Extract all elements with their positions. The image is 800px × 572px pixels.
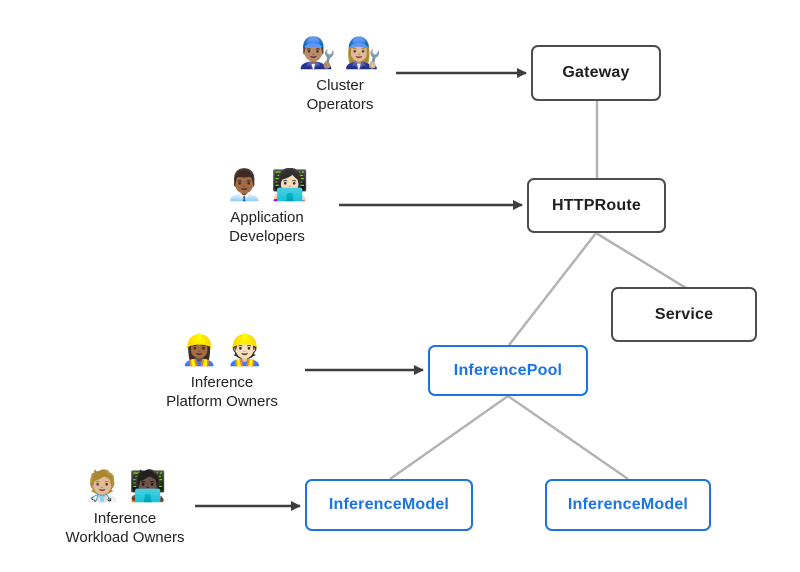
edge-httproute-service [595, 231, 687, 290]
persona-cluster-operators: 👨🏽‍🔧 👩🏼‍🔧 Cluster Operators [255, 34, 425, 114]
cluster-operators-label: Cluster Operators [306, 77, 374, 113]
persona-inference-workload-owners: 🧑🏼‍⚕️ 🧑🏿‍💻 Inference Workload Owners [40, 467, 210, 547]
node-gateway: Gateway [531, 45, 661, 101]
node-inferencepool: InferencePool [428, 345, 588, 396]
inference-workload-owners-emoji-icon: 🧑🏼‍⚕️ 🧑🏿‍💻 [83, 470, 167, 503]
node-httproute: HTTPRoute [527, 178, 666, 233]
edge-httproute-inferencepool [508, 232, 597, 346]
cluster-operators-emoji-icon: 👨🏽‍🔧 👩🏼‍🔧 [298, 37, 382, 70]
application-developers-emoji-icon: 👨🏾‍💼 👩🏻‍💻 [225, 169, 309, 202]
inference-platform-owners-emoji-icon: 👷🏾‍♀️ 👷🏻 [180, 334, 264, 367]
persona-application-developers: 👨🏾‍💼 👩🏻‍💻 Application Developers [182, 166, 352, 246]
persona-inference-platform-owners: 👷🏾‍♀️ 👷🏻 Inference Platform Owners [137, 331, 307, 411]
edge-inferencepool-inferencemodel-left [389, 394, 509, 481]
node-inferencemodel-right: InferenceModel [545, 479, 711, 531]
node-inferencemodel-left: InferenceModel [305, 479, 473, 531]
edge-inferencepool-inferencemodel-right [507, 394, 629, 481]
application-developers-label: Application Developers [229, 209, 305, 245]
node-service: Service [611, 287, 757, 342]
inference-platform-owners-label: Inference Platform Owners [166, 374, 278, 410]
inference-workload-owners-label: Inference Workload Owners [65, 510, 185, 546]
